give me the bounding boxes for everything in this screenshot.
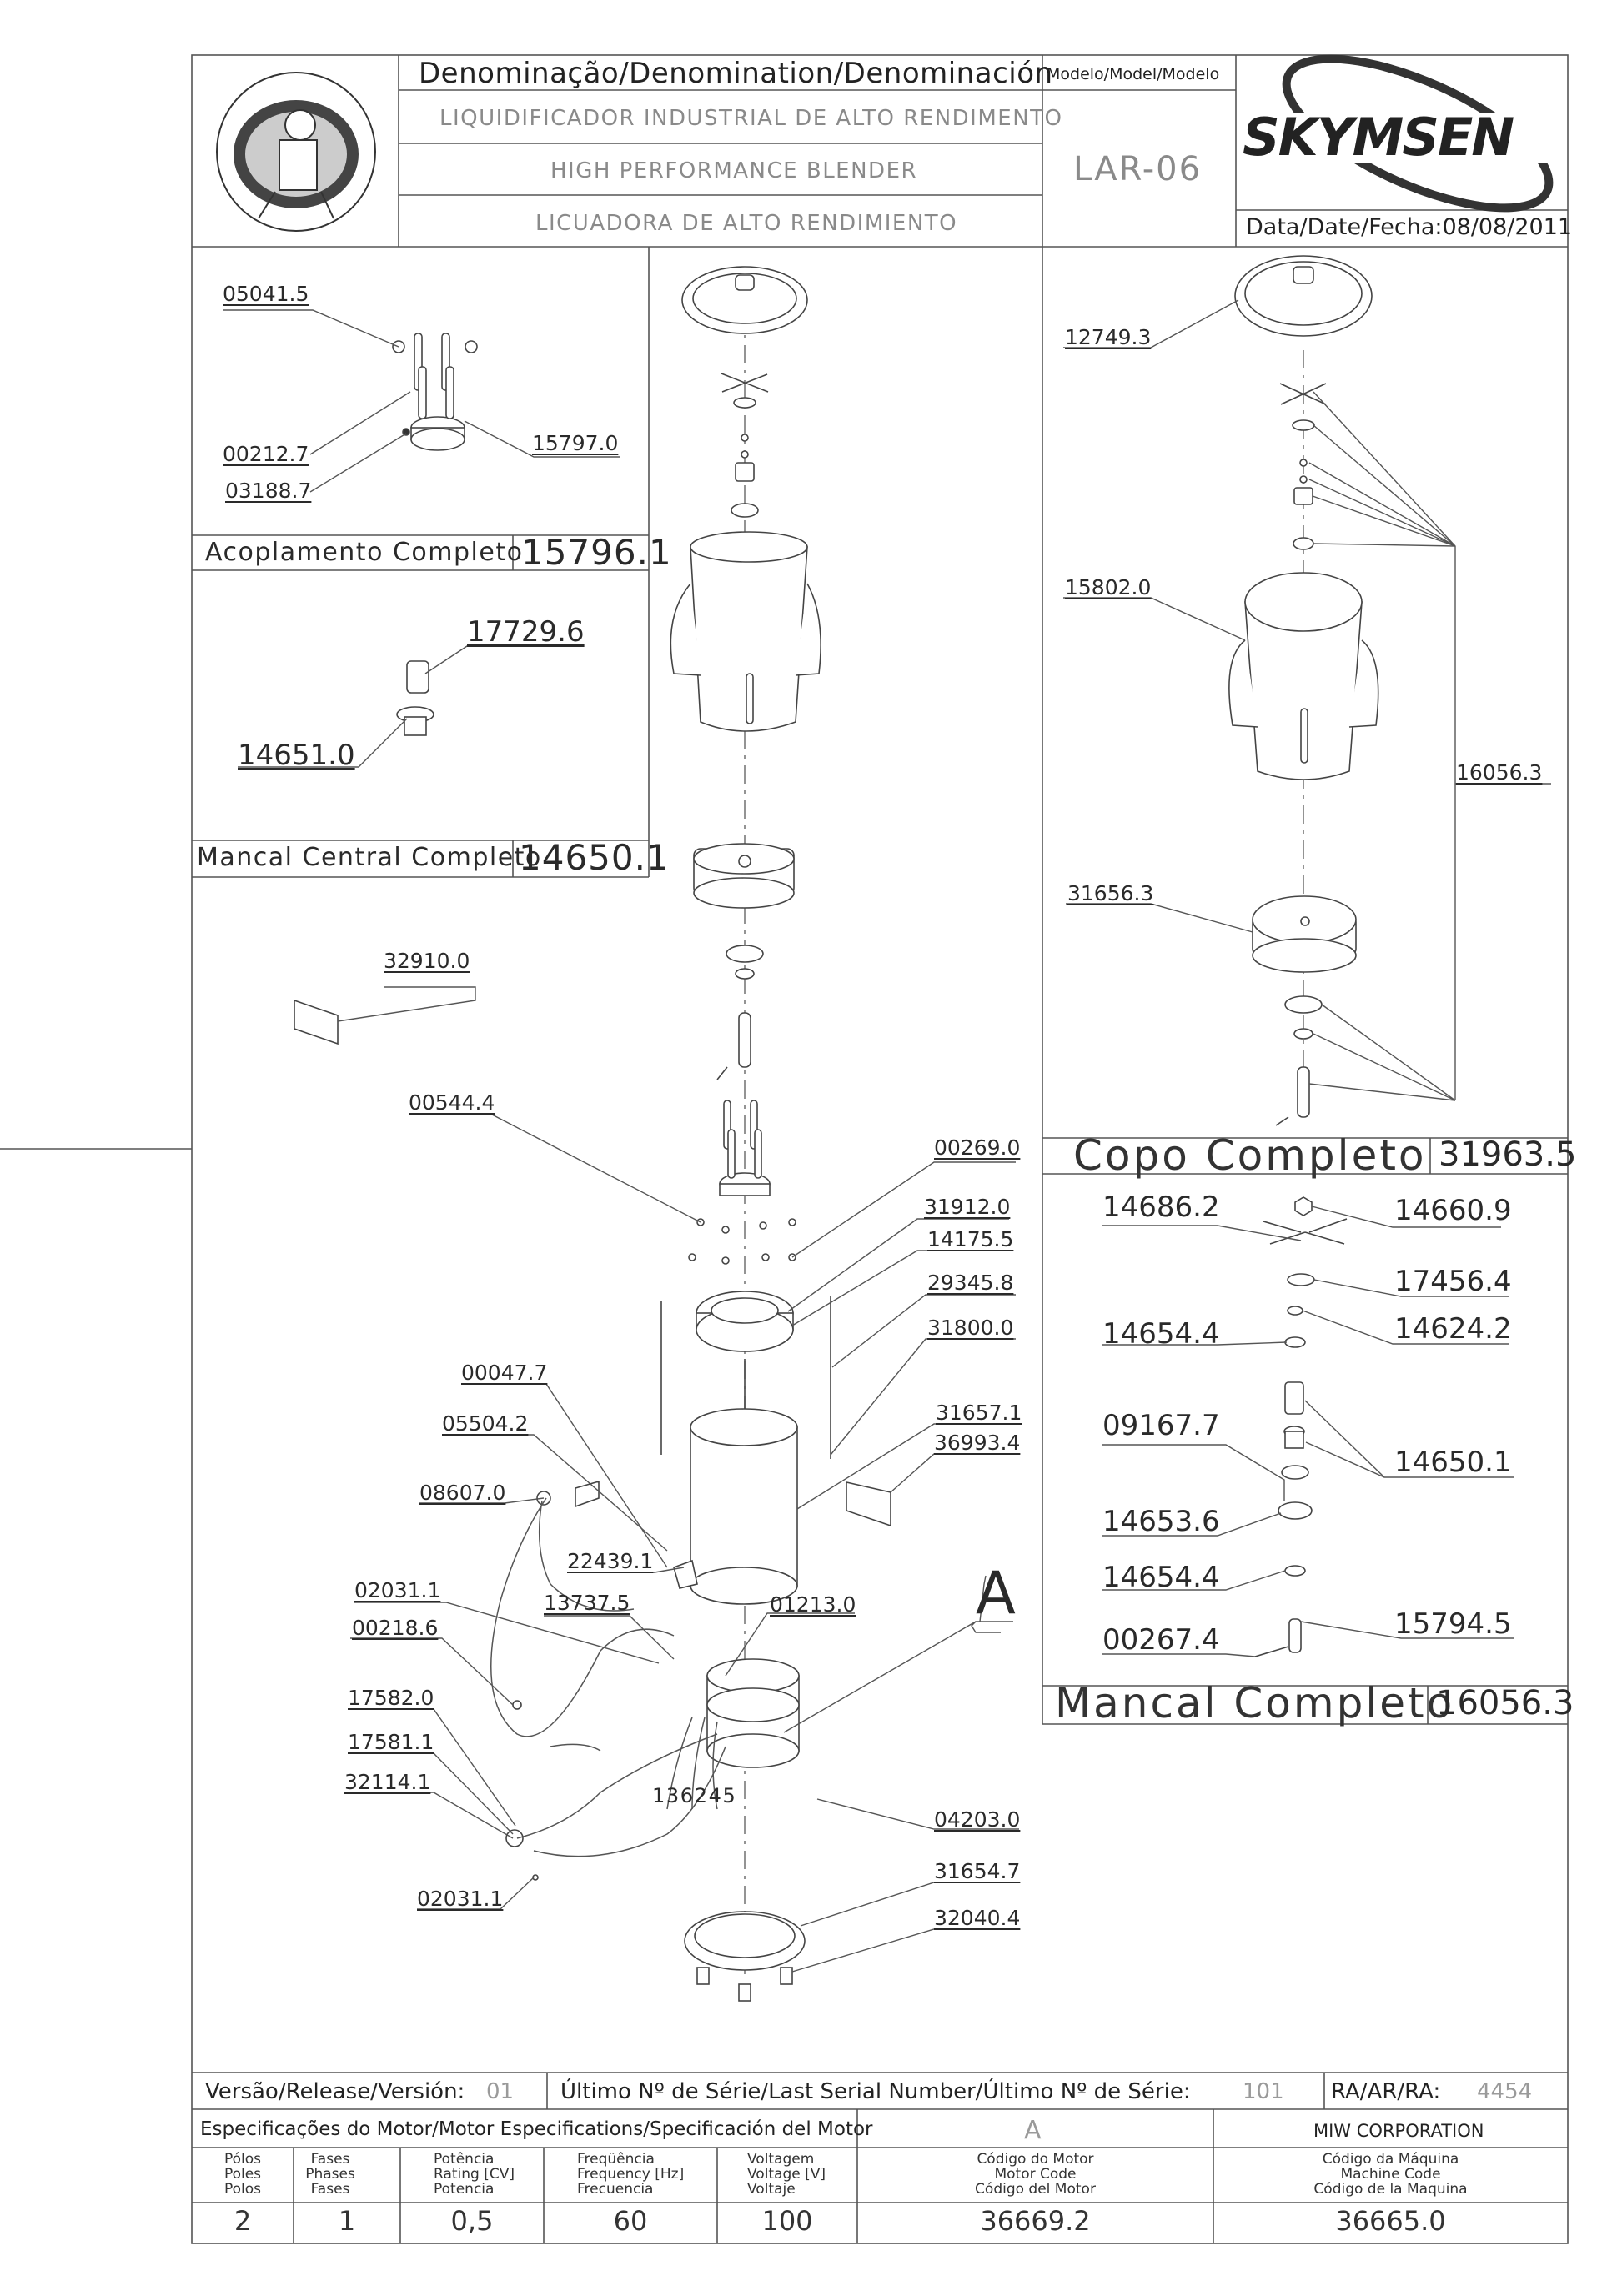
part-label: 04203.0 [934, 1807, 1021, 1832]
brand-name: SKYMSEN [1243, 107, 1514, 168]
ra-value: 4454 [1477, 2079, 1533, 2104]
part-label: 17581.1 [348, 1730, 434, 1754]
part-label: 05041.5 [223, 282, 309, 306]
part-label: 22439.1 [567, 1549, 654, 1573]
part-label: 31800.0 [927, 1316, 1014, 1340]
part-label: 00544.4 [409, 1090, 495, 1115]
spec-value-motor-code: 36669.2 [980, 2205, 1091, 2237]
title-spanish: LICUADORA DE ALTO RENDIMIENTO [535, 211, 958, 236]
part-label: 08607.0 [419, 1481, 506, 1505]
part-label: 32114.1 [344, 1770, 431, 1794]
mancal-completo-label: Mancal Completo [1055, 1679, 1455, 1727]
mancal-central-code: 14650.1 [519, 837, 670, 878]
part-label: 00047.7 [461, 1361, 548, 1385]
part-label: 02031.1 [417, 1887, 504, 1911]
spec-value-voltage: 100 [761, 2205, 813, 2237]
detail-letter-a: A [976, 1559, 1016, 1627]
part-label: 16056.3 [1456, 760, 1543, 785]
part-label: 36993.4 [934, 1431, 1021, 1455]
wiring-numbers: 1 3 6 2 4 5 [652, 1784, 736, 1807]
date-label: Data/Date/Fecha:08/08/2011 [1246, 214, 1573, 240]
acoplamento-code: 15796.1 [521, 532, 672, 573]
motor-spec-label: Especificações do Motor/Motor Especifica… [200, 2118, 873, 2140]
part-label: 14624.2 [1394, 1312, 1512, 1346]
part-label: 31654.7 [934, 1859, 1021, 1883]
part-label: 03188.7 [225, 479, 312, 503]
denomination-label: Denominação/Denomination/Denominación [419, 57, 1053, 90]
part-label: 31656.3 [1067, 881, 1154, 905]
part-label: 14654.4 [1102, 1317, 1220, 1351]
skymsen-brand-logo [1243, 54, 1559, 213]
part-label: 09167.7 [1102, 1409, 1220, 1442]
copo-completo-code: 31963.5 [1439, 1135, 1577, 1174]
part-label: 17456.4 [1394, 1265, 1512, 1298]
motor-letter: A [1024, 2116, 1042, 2145]
part-label: 32910.0 [384, 949, 470, 973]
spec-value-poles: 2 [234, 2205, 252, 2237]
part-label: 29345.8 [927, 1271, 1014, 1295]
serial-value: 101 [1243, 2079, 1284, 2104]
copo-completo-label: Copo Completo [1073, 1131, 1427, 1180]
mancal-central-label: Mancal Central Completo [197, 843, 542, 872]
acoplamento-label: Acoplamento Completo [205, 538, 524, 567]
spec-value-phases: 1 [338, 2205, 356, 2237]
part-label: 31657.1 [936, 1401, 1022, 1425]
part-label: 14653.6 [1102, 1505, 1220, 1538]
model-value: LAR-06 [1073, 150, 1203, 188]
ra-label: RA/AR/RA: [1331, 2079, 1441, 2104]
model-label: Modelo/Model/Modelo [1047, 65, 1220, 83]
manufacturer: MIW CORPORATION [1313, 2121, 1484, 2141]
version-value: 01 [486, 2079, 515, 2104]
part-label: 15802.0 [1065, 575, 1152, 599]
part-label: 00218.6 [352, 1616, 439, 1640]
part-label: 00267.4 [1102, 1623, 1220, 1657]
version-label: Versão/Release/Versión: [205, 2079, 465, 2104]
serial-label: Último Nº de Série/Last Serial Number/Úl… [560, 2079, 1191, 2104]
part-label: 12749.3 [1065, 325, 1152, 349]
part-label: 00212.7 [223, 442, 309, 466]
part-label: 14686.2 [1102, 1191, 1220, 1224]
part-label: 14654.4 [1102, 1561, 1220, 1594]
spec-value-rating: 0,5 [450, 2205, 494, 2237]
part-label: 32040.4 [934, 1906, 1021, 1930]
part-label: 15797.0 [532, 431, 619, 455]
mancal-completo-code: 16056.3 [1436, 1684, 1574, 1722]
part-label: 14650.1 [1394, 1446, 1512, 1479]
part-label: 14660.9 [1394, 1194, 1512, 1227]
part-label: 05504.2 [442, 1411, 529, 1436]
part-label: 14651.0 [238, 739, 355, 772]
spec-value-frequency: 60 [613, 2205, 648, 2237]
title-portuguese: LIQUIDIFICADOR INDUSTRIAL DE ALTO RENDIM… [439, 106, 1063, 131]
part-label: 00269.0 [934, 1135, 1021, 1160]
part-label: 15794.5 [1394, 1607, 1512, 1641]
part-label: 14175.5 [927, 1227, 1014, 1251]
part-label: 13737.5 [544, 1591, 630, 1615]
part-label: 17582.0 [348, 1686, 434, 1710]
title-english: HIGH PERFORMANCE BLENDER [550, 158, 918, 183]
part-label: 17729.6 [467, 615, 585, 649]
spec-value-machine-code: 36665.0 [1335, 2205, 1446, 2237]
part-label: 31912.0 [924, 1195, 1011, 1219]
assistencia-tecnica-seal-icon [216, 72, 376, 232]
part-label: 01213.0 [770, 1592, 856, 1617]
part-label: 02031.1 [354, 1578, 441, 1602]
